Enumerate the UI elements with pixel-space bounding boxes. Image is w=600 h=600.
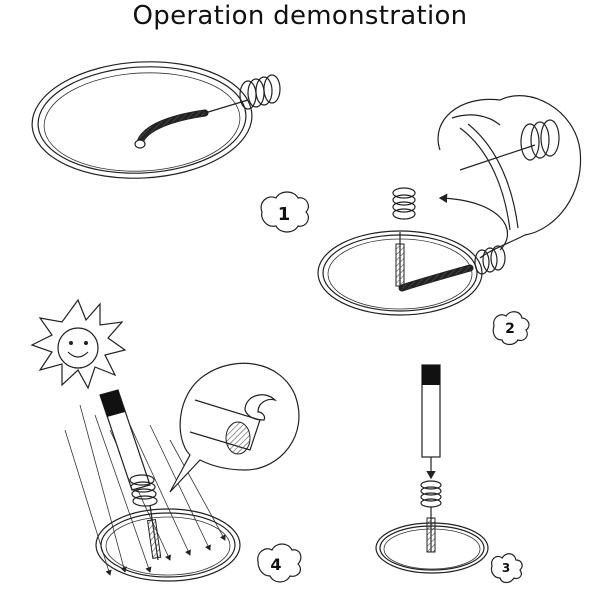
step-label-4: 4 xyxy=(270,555,281,574)
ring-icon xyxy=(95,508,241,582)
step-2-illustration xyxy=(317,95,582,316)
magnifier-icon xyxy=(169,362,300,493)
spring-icon xyxy=(392,187,416,220)
stick-icon xyxy=(421,364,441,458)
spring-icon xyxy=(134,74,281,149)
spring-icon xyxy=(420,480,442,508)
step-label-2: 2 xyxy=(505,321,515,337)
step-badge-3: 3 xyxy=(490,553,523,584)
step-label-1: 1 xyxy=(278,204,291,225)
step-4-illustration xyxy=(30,298,300,582)
sun-icon xyxy=(30,298,127,390)
step-1-illustration xyxy=(31,61,281,179)
stick-icon xyxy=(99,389,151,491)
magnifier-icon xyxy=(437,95,582,259)
ring-icon xyxy=(31,61,253,179)
arrow-icon xyxy=(438,193,509,251)
page-title: Operation demonstration xyxy=(132,1,468,31)
step-badge-1: 1 xyxy=(260,191,310,233)
step-label-3: 3 xyxy=(502,561,510,575)
step-badge-4: 4 xyxy=(257,543,302,583)
step-3-illustration xyxy=(375,364,489,574)
ring-icon xyxy=(375,522,489,574)
step-badge-2: 2 xyxy=(492,311,530,346)
spring-icon xyxy=(129,474,158,507)
